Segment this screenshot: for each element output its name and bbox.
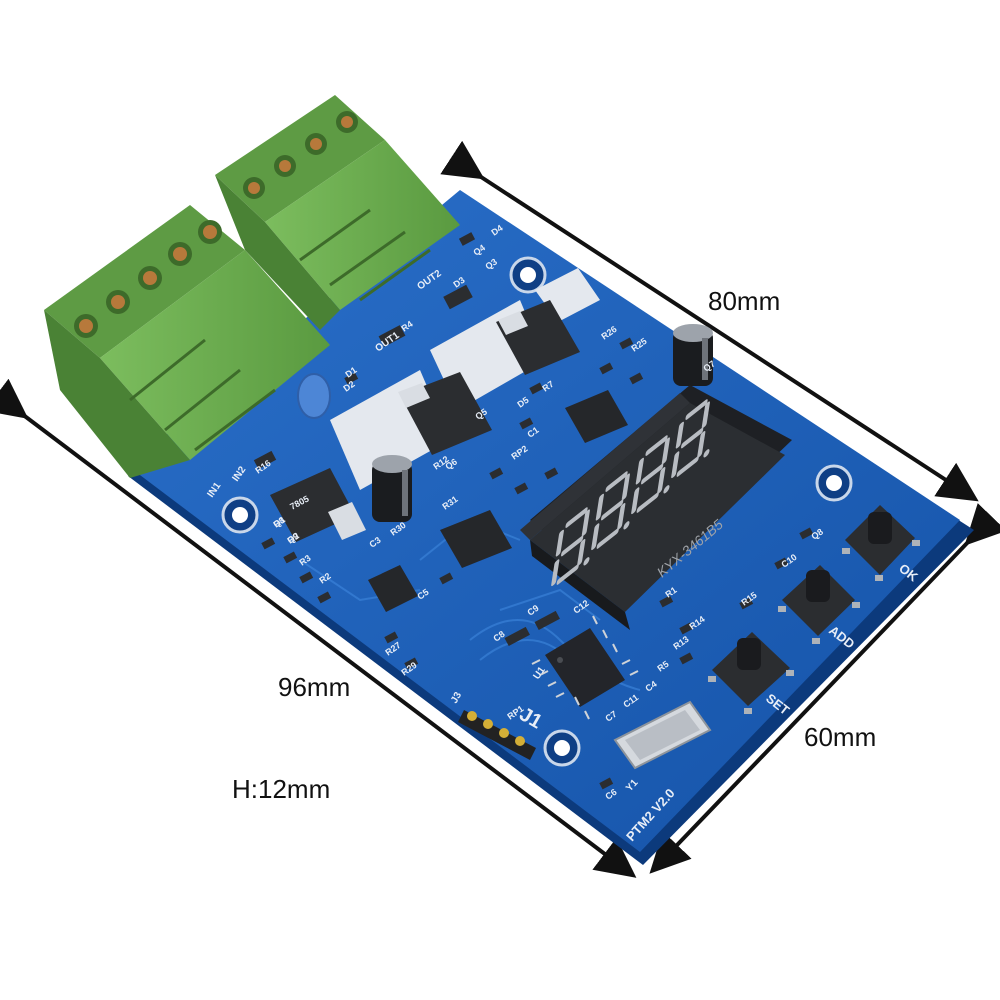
- display-decimal-point: [623, 521, 630, 530]
- terminal-screw[interactable]: [336, 111, 358, 133]
- display-decimal-point: [663, 485, 670, 494]
- display-segment: [631, 487, 640, 515]
- display-segment: [577, 538, 586, 566]
- display-digit: [671, 399, 710, 479]
- display-segment: [601, 499, 624, 521]
- ceramic-capacitor: [297, 373, 331, 419]
- display-segment: [581, 509, 590, 537]
- display-digit: [631, 435, 670, 515]
- terminal-screw[interactable]: [243, 177, 265, 199]
- display-segment: [676, 456, 699, 477]
- dimension-height: H:12mm: [232, 774, 331, 804]
- display-segment: [641, 463, 664, 485]
- display-segment: [635, 457, 644, 485]
- display-segment: [657, 466, 666, 494]
- seven-segment-display: [520, 385, 792, 630]
- display-segment: [645, 435, 668, 456]
- microcontroller-chip: [531, 615, 639, 720]
- display-segment: [701, 401, 710, 429]
- display-segment: [556, 564, 579, 585]
- terminal-screw[interactable]: [305, 133, 327, 155]
- display-segment: [636, 492, 659, 513]
- display-digits: [551, 399, 710, 587]
- display-segment: [675, 421, 684, 449]
- display-segment: [617, 502, 626, 530]
- display-digit: [551, 507, 590, 587]
- optocoupler-ic: [565, 390, 628, 443]
- dimension-arrow-width: [649, 503, 1000, 874]
- terminal-block-output[interactable]: [215, 95, 460, 330]
- display-decimal-point: [703, 449, 710, 458]
- electrolytic-capacitor: [372, 455, 412, 522]
- ok-button[interactable]: [842, 505, 920, 581]
- terminal-block-input[interactable]: [44, 205, 330, 478]
- display-segment: [681, 427, 704, 449]
- display-decimal-point: [583, 557, 590, 566]
- dimension-arrow-length: [0, 378, 637, 878]
- terminal-screw[interactable]: [274, 155, 296, 177]
- smd-components: [253, 232, 814, 790]
- dimension-arrow-depth: [440, 140, 979, 502]
- dimension-depth: 80mm: [708, 286, 781, 316]
- display-segment: [561, 535, 584, 557]
- display-segment: [661, 437, 670, 465]
- display-segment: [621, 473, 630, 501]
- display-segment: [591, 523, 600, 551]
- display-segment: [605, 471, 628, 492]
- pin-header: [458, 710, 536, 760]
- terminal-screw[interactable]: [138, 266, 162, 290]
- display-segment: [565, 507, 588, 528]
- terminal-screw[interactable]: [168, 242, 192, 266]
- display-digit: [591, 471, 630, 551]
- mounting-hole: [221, 496, 259, 534]
- sot23-regulator: [368, 565, 418, 612]
- display-segment: [685, 399, 708, 420]
- display-segment: [596, 528, 619, 549]
- display-segment: [555, 529, 564, 557]
- optocoupler-ic: [440, 510, 512, 568]
- voltage-regulator: [270, 468, 366, 542]
- display-segment: [671, 451, 680, 479]
- electrolytic-capacitor: [673, 324, 713, 386]
- dimension-width: 60mm: [804, 722, 877, 752]
- terminal-screw[interactable]: [198, 220, 222, 244]
- dimension-length: 96mm: [278, 672, 351, 702]
- display-segment: [697, 430, 706, 458]
- header-label: J3: [449, 690, 464, 706]
- mounting-hole: [509, 256, 547, 294]
- set-button[interactable]: [708, 632, 794, 714]
- mounting-hole: [815, 464, 853, 502]
- crystal-oscillator: [613, 700, 712, 770]
- display-segment: [551, 559, 560, 587]
- mounting-hole: [543, 729, 581, 767]
- mosfet-q8: [496, 300, 580, 375]
- display-segment: [595, 493, 604, 521]
- mosfet-q5: [398, 372, 492, 455]
- terminal-screw[interactable]: [106, 290, 130, 314]
- terminal-screw[interactable]: [74, 314, 98, 338]
- add-button[interactable]: [778, 565, 860, 644]
- resistor-array: [504, 610, 560, 647]
